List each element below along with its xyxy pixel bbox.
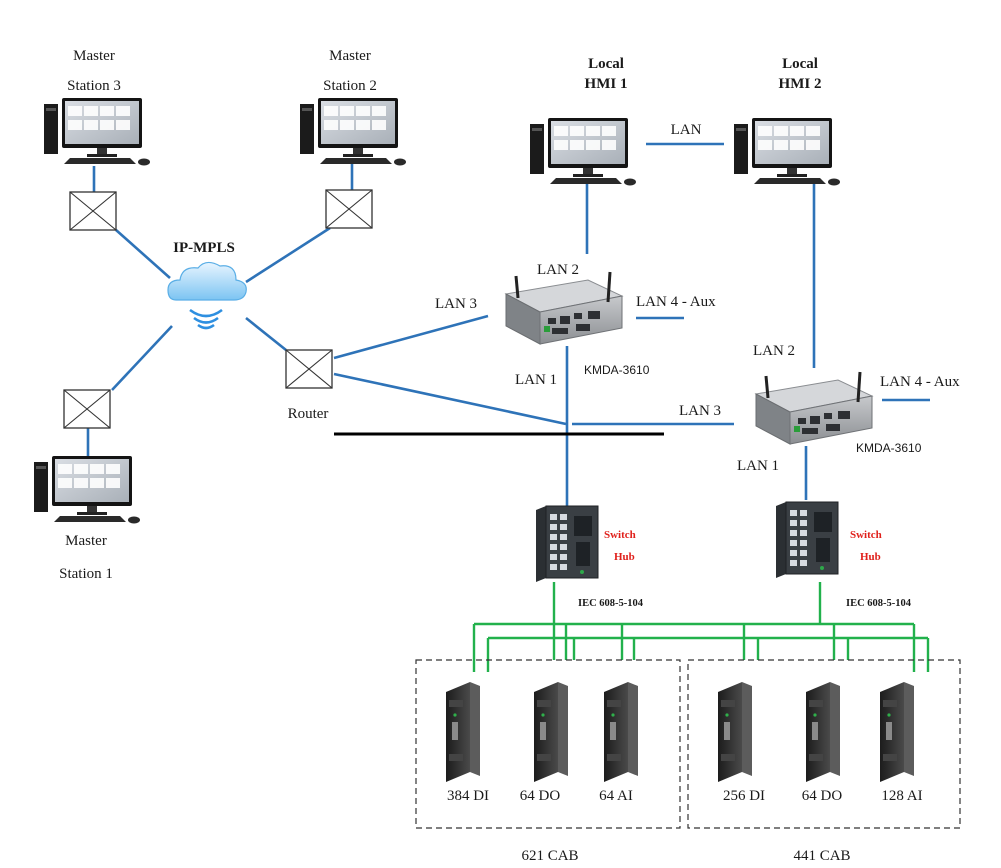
link-router-ipc1 xyxy=(333,314,489,360)
link-cloud-router xyxy=(245,316,287,352)
master-station-2-label1: Master xyxy=(329,48,371,64)
link-cloud-box1 xyxy=(111,325,173,391)
link-router-ipc2 xyxy=(333,372,567,426)
module-label: 64 AI xyxy=(599,788,633,804)
master-station-3-label1: Master xyxy=(73,48,115,64)
link-box3-cloud xyxy=(115,229,171,279)
cabinet-621-box xyxy=(415,659,681,829)
io-module-icon xyxy=(718,682,752,782)
cabinet-441: 256 DI 64 DO 128 AI 441 CAB xyxy=(718,682,923,864)
cabinet-name-label: 441 CAB xyxy=(793,848,850,864)
kmda-unit-a: LAN 2 LAN 3 LAN 4 - Aux LAN 1 KMDA-3610 xyxy=(435,262,716,388)
master-station-2-label2: Station 2 xyxy=(323,78,377,94)
kmda-b-label: KMDA-3610 xyxy=(856,441,922,455)
network-crossbox-icon xyxy=(69,191,117,231)
desktop-computer-icon xyxy=(300,98,406,166)
cabinet-name-label: 621 CAB xyxy=(521,848,578,864)
industrial-pc-icon xyxy=(504,270,624,346)
lan3-a-label: LAN 3 xyxy=(435,296,477,312)
master-station-1-label2: Station 1 xyxy=(59,566,113,582)
switch-b-label2: Hub xyxy=(860,551,881,563)
switch-hub-icon xyxy=(535,505,599,583)
module-label: 384 DI xyxy=(447,788,489,804)
local-hmi-2-label2: HMI 2 xyxy=(779,76,822,92)
industrial-pc-icon xyxy=(754,370,874,446)
cloud-wireless-icon xyxy=(167,261,247,330)
cabinet-441-box xyxy=(687,659,961,829)
switch-b-label1: Switch xyxy=(850,529,882,541)
master-station-1-label1: Master xyxy=(65,533,107,549)
network-crossbox-icon xyxy=(63,389,111,429)
switch-a-label1: Switch xyxy=(604,529,636,541)
lan2-b-label: LAN 2 xyxy=(753,343,795,359)
network-crossbox-icon xyxy=(325,189,373,229)
cabinet-621: 384 DI 64 DO 64 AI 621 CAB xyxy=(446,682,638,864)
desktop-computer-icon xyxy=(530,118,636,186)
link-box2-cloud xyxy=(245,226,331,284)
switch-a-label2: Hub xyxy=(614,551,635,563)
switch-hub-icon xyxy=(775,501,839,579)
io-module-icon xyxy=(446,682,480,782)
cloud-ip-mpls: IP-MPLS xyxy=(167,240,247,330)
lan2-a-label: LAN 2 xyxy=(537,262,579,278)
kmda-unit-b: LAN 2 LAN 3 LAN 4 - Aux LAN 1 KMDA-3610 xyxy=(679,343,960,474)
local-hmi-1-label2: HMI 1 xyxy=(585,76,628,92)
lan4-b-label: LAN 4 - Aux xyxy=(880,374,960,390)
lan1-a-label: LAN 1 xyxy=(515,372,557,388)
router-label: Router xyxy=(288,406,329,422)
io-module-icon xyxy=(806,682,840,782)
cloud-label: IP-MPLS xyxy=(173,240,235,256)
local-hmi-2: Local HMI 2 xyxy=(734,56,840,186)
hmi-lan-label: LAN xyxy=(671,122,702,138)
switch-hub-a: Switch Hub IEC 608-5-104 xyxy=(535,505,644,609)
master-station-2: Master Station 2 xyxy=(300,48,406,166)
switch-hub-b: Switch Hub IEC 608-5-104 xyxy=(775,501,912,609)
desktop-computer-icon xyxy=(34,456,140,524)
desktop-computer-icon xyxy=(44,98,150,166)
router: Router xyxy=(285,349,333,422)
io-module-icon xyxy=(534,682,568,782)
local-hmi-1: Local HMI 1 xyxy=(530,56,636,186)
module-label: 256 DI xyxy=(723,788,765,804)
lan1-b-label: LAN 1 xyxy=(737,458,779,474)
kmda-a-label: KMDA-3610 xyxy=(584,363,650,377)
module-label: 128 AI xyxy=(881,788,922,804)
desktop-computer-icon xyxy=(734,118,840,186)
iec-a-label: IEC 608-5-104 xyxy=(578,598,644,609)
master-station-1: Master Station 1 xyxy=(34,456,140,582)
module-label: 64 DO xyxy=(520,788,561,804)
io-module-icon xyxy=(880,682,914,782)
iec-b-label: IEC 608-5-104 xyxy=(846,598,912,609)
lan3-b-label: LAN 3 xyxy=(679,403,721,419)
local-hmi-2-label1: Local xyxy=(782,56,818,72)
blue-links xyxy=(86,142,930,506)
local-hmi-1-label1: Local xyxy=(588,56,624,72)
module-label: 64 DO xyxy=(802,788,843,804)
io-module-icon xyxy=(604,682,638,782)
lan4-a-label: LAN 4 - Aux xyxy=(636,294,716,310)
router-icon xyxy=(285,349,333,389)
master-station-3: Master Station 3 xyxy=(44,48,150,166)
green-bus xyxy=(472,582,930,672)
master-station-3-label2: Station 3 xyxy=(67,78,121,94)
